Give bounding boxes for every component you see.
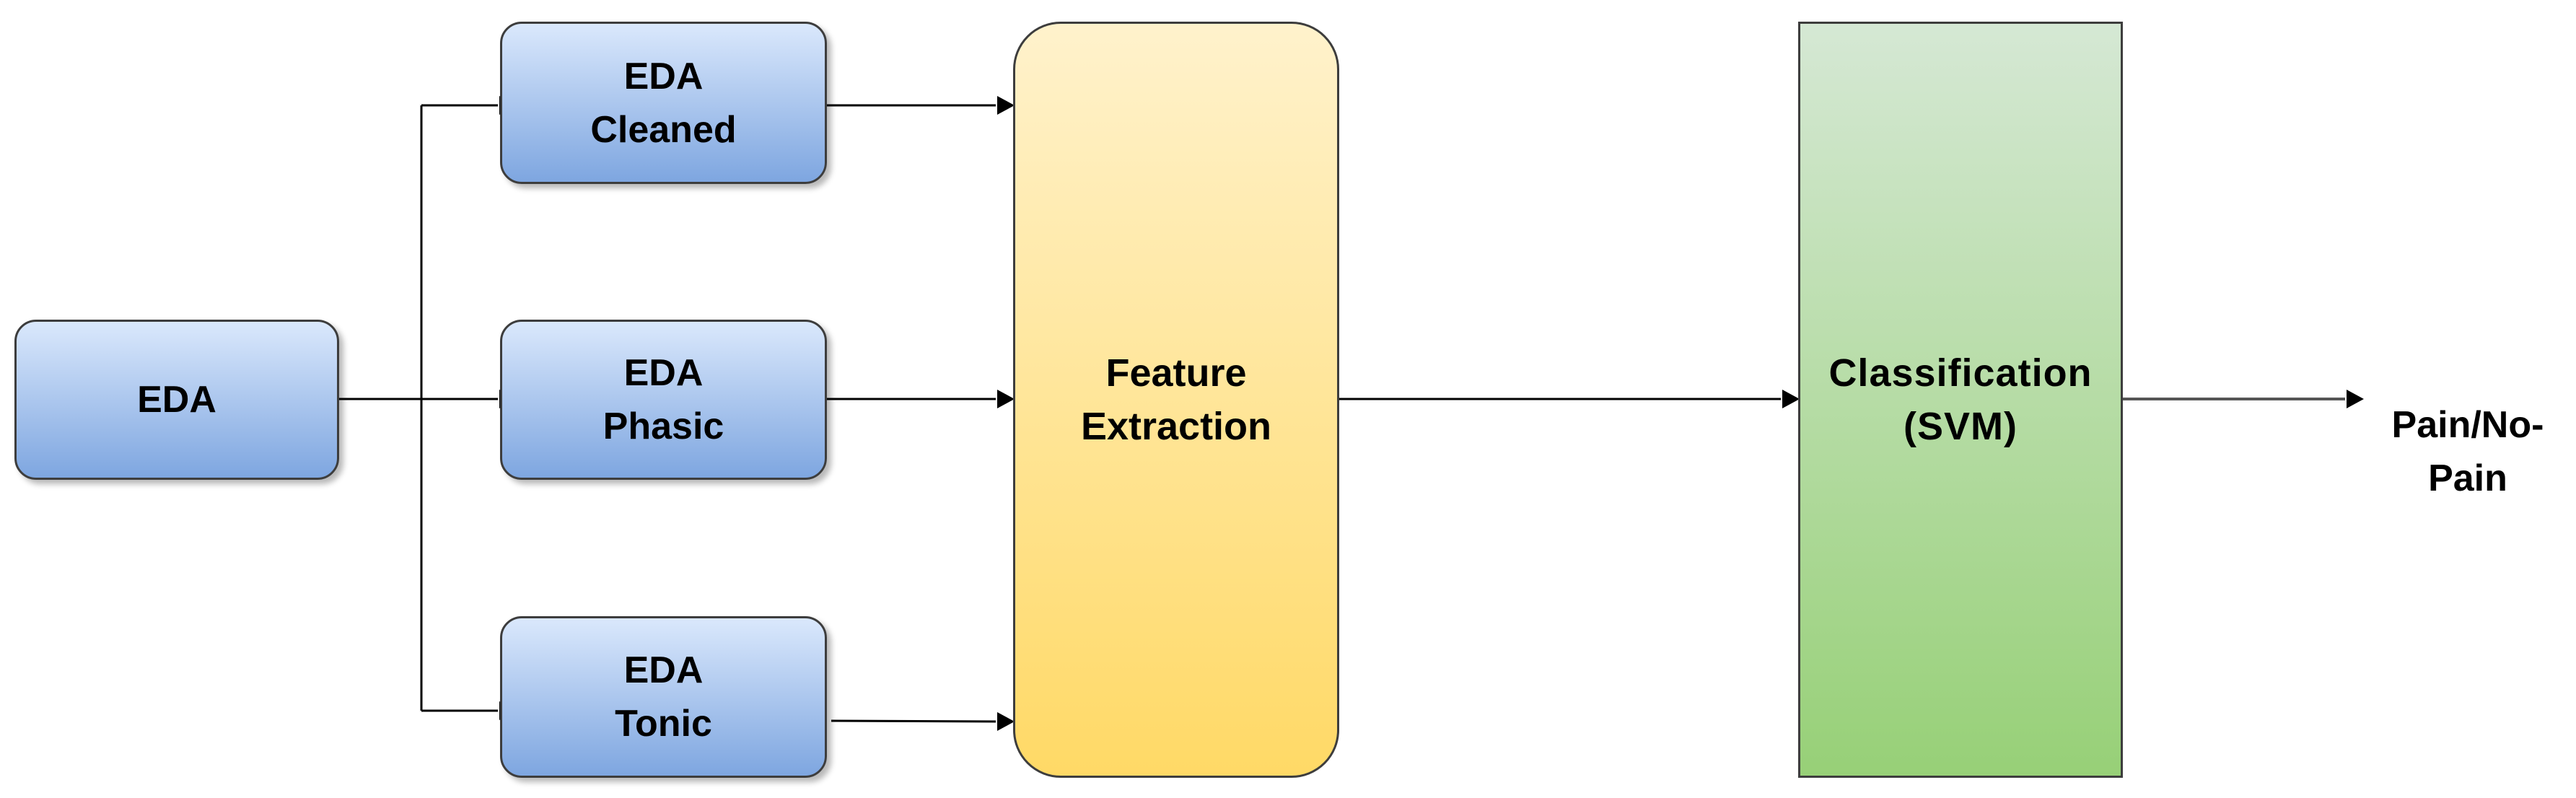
arrowhead-cleaned-feature — [997, 96, 1015, 115]
node-eda-cleaned: EDA Cleaned — [500, 22, 827, 184]
arrowhead-output — [2347, 390, 2364, 408]
arrowhead-classification — [1782, 390, 1800, 408]
node-eda-label: EDA — [137, 379, 216, 421]
edge-tonic-to-feature — [831, 719, 996, 723]
node-eda: EDA — [14, 320, 339, 480]
node-eda-cleaned-label: EDA Cleaned — [590, 55, 737, 151]
node-eda-phasic: EDA Phasic — [500, 320, 827, 480]
output-label-text: Pain/No- Pain — [2391, 404, 2544, 499]
arrowhead-tonic-feature — [997, 712, 1015, 731]
node-classification: Classification (SVM) — [1798, 22, 2123, 778]
node-eda-phasic-label: EDA Phasic — [603, 352, 724, 447]
node-eda-tonic: EDA Tonic — [500, 616, 827, 778]
node-feature-extraction-label: Feature Extraction — [1080, 351, 1272, 448]
arrowhead-phasic-feature — [997, 390, 1015, 408]
node-classification-label: Classification (SVM) — [1828, 351, 2093, 448]
output-label: Pain/No- Pain — [2370, 345, 2565, 505]
node-eda-tonic-label: EDA Tonic — [615, 649, 712, 745]
node-feature-extraction: Feature Extraction — [1013, 22, 1339, 778]
